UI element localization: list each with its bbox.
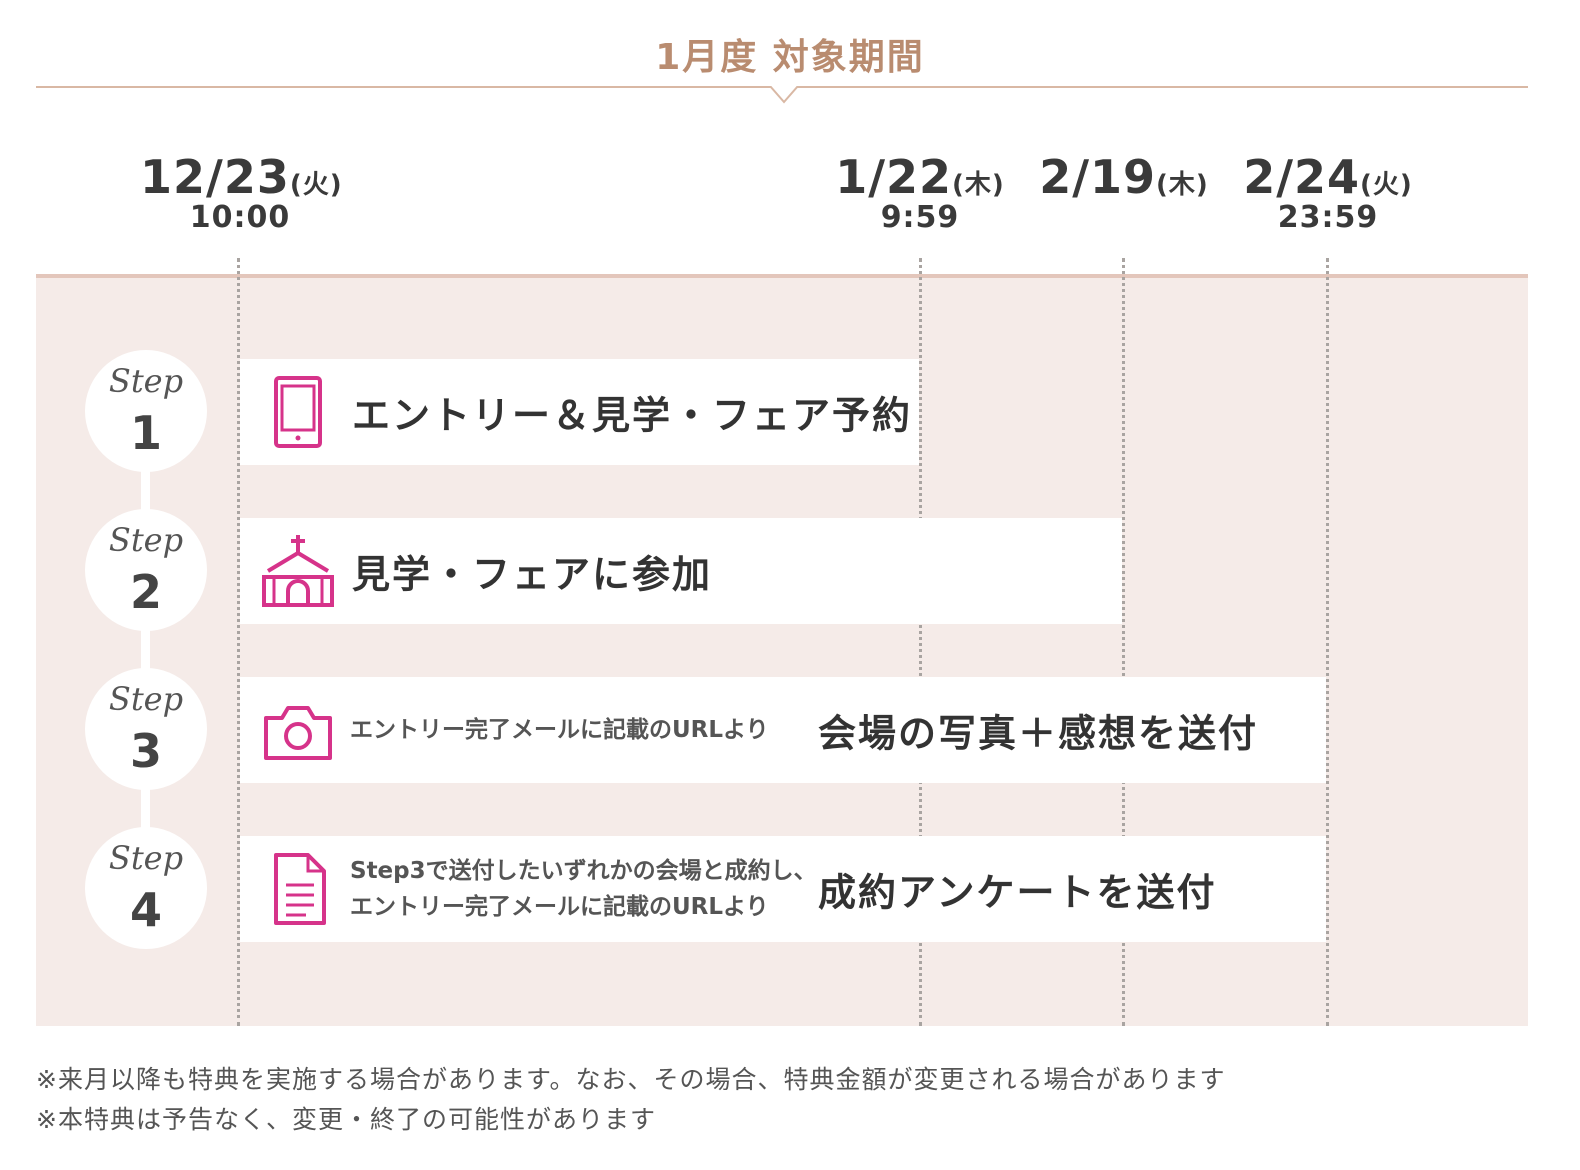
step-4-text: 成約アンケートを送付 (818, 870, 1217, 915)
step-2-bar: 見学・フェアに参加 (240, 518, 1122, 624)
document-icon (274, 853, 326, 925)
step-3-bar: エントリー完了メールに記載のURLより 会場の写真＋感想を送付 (240, 677, 1326, 783)
step-3-text: 会場の写真＋感想を送付 (818, 711, 1259, 756)
step-1-text: エントリー＆見学・フェア予約 (352, 393, 913, 438)
date-label-end: 2/24(火) 23:59 (1243, 150, 1413, 235)
step-2-text: 見学・フェアに参加 (352, 552, 713, 597)
footnote-1: ※来月以降も特典を実施する場合があります。なお、その場合、特典金額が変更される場… (36, 1065, 1226, 1094)
step-3-subtext: エントリー完了メールに記載のURLより (350, 717, 769, 743)
timeline-marker-start (237, 258, 240, 1026)
footnote-2: ※本特典は予告なく、変更・終了の可能性があります (36, 1105, 656, 1134)
date-label-entry-deadline: 1/22(木) 9:59 (835, 150, 1005, 235)
down-notch-icon (770, 86, 798, 104)
date-label-start: 12/23(火) 10:00 (140, 150, 343, 235)
camera-icon (264, 706, 332, 760)
period-title: 1月度 対象期間 (655, 37, 925, 78)
timeline-marker-visit-deadline (1122, 258, 1125, 1026)
chapel-icon (262, 535, 334, 607)
step-4-bar: Step3で送付したいずれかの会場と成約し、 エントリー完了メールに記載のURL… (240, 836, 1326, 942)
step-1-bar: エントリー＆見学・フェア予約 (240, 359, 919, 465)
step-connector (141, 410, 150, 890)
smartphone-icon (274, 376, 322, 448)
step-4-subtext: Step3で送付したいずれかの会場と成約し、 エントリー完了メールに記載のURL… (350, 858, 817, 920)
timeline-marker-entry-deadline (919, 258, 922, 1026)
timeline-marker-end (1326, 258, 1329, 1026)
date-label-visit-deadline: 2/19(木) (1039, 150, 1209, 204)
